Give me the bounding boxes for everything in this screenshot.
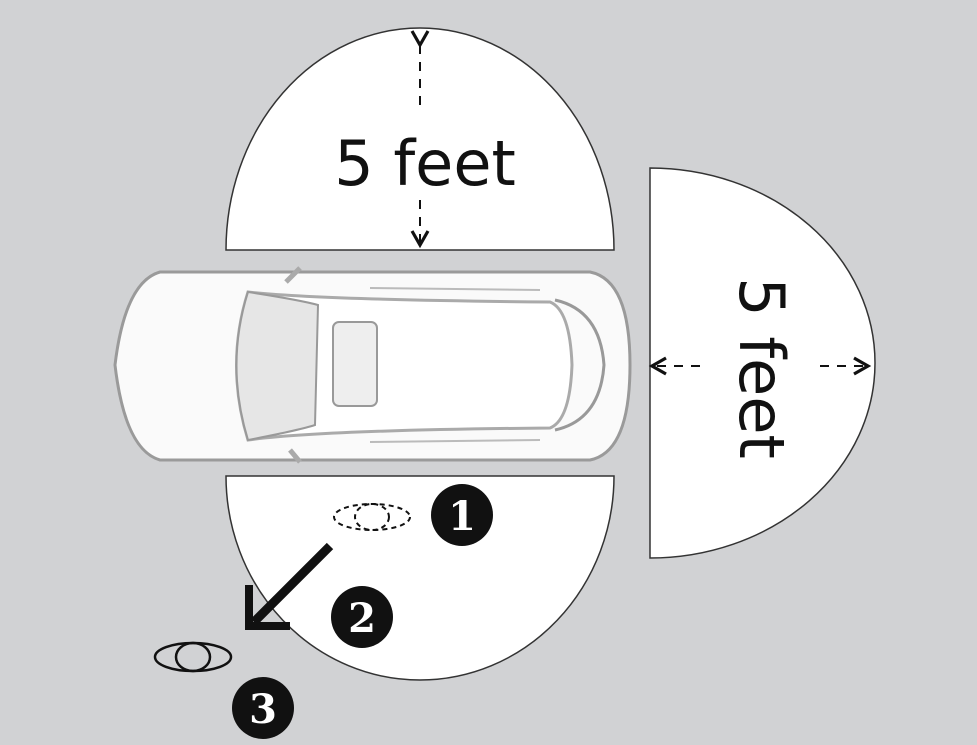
callout-2: 2 [331, 586, 393, 648]
svg-text:2: 2 [348, 595, 376, 642]
vehicle-top-view-icon [113, 266, 632, 464]
svg-text:1: 1 [448, 493, 476, 540]
callout-3: 3 [232, 677, 294, 739]
movement-arrow-icon [245, 542, 334, 630]
object-before-icon [333, 503, 411, 531]
bottom-detection-zone [225, 475, 615, 681]
svg-text:3: 3 [249, 686, 277, 733]
zone-label-side: 5 feet [725, 277, 798, 459]
object-after-icon [153, 641, 233, 673]
right-detection-zone: 5 feet [648, 167, 876, 559]
zone-label-top: 5 feet [334, 127, 516, 200]
top-detection-zone: 5 feet [225, 27, 615, 251]
callout-1: 1 [431, 484, 493, 546]
